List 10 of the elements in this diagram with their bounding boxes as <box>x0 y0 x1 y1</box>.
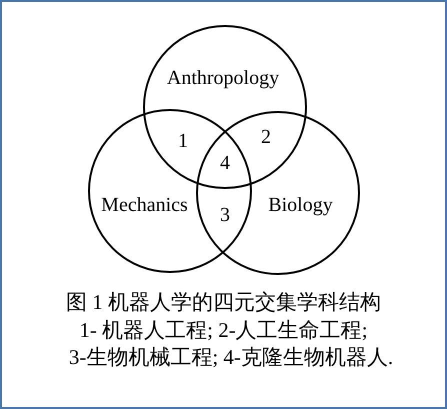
figure-caption: 图 1 机器人学的四元交集学科结构 <box>66 290 381 314</box>
caption-note: 3-生物机械工程; 4-克隆生物机器人. <box>68 345 394 369</box>
circle-label: Anthropology <box>166 67 280 89</box>
region-number: 4 <box>220 152 230 174</box>
region-number: 1 <box>178 130 188 152</box>
circle-label: Biology <box>268 194 333 216</box>
caption-note: 1- 机器人工程; 2-人工生命工程; <box>79 318 368 342</box>
region-number: 3 <box>220 204 230 226</box>
circle-label: Mechanics <box>101 194 188 216</box>
region-number: 2 <box>261 126 271 148</box>
